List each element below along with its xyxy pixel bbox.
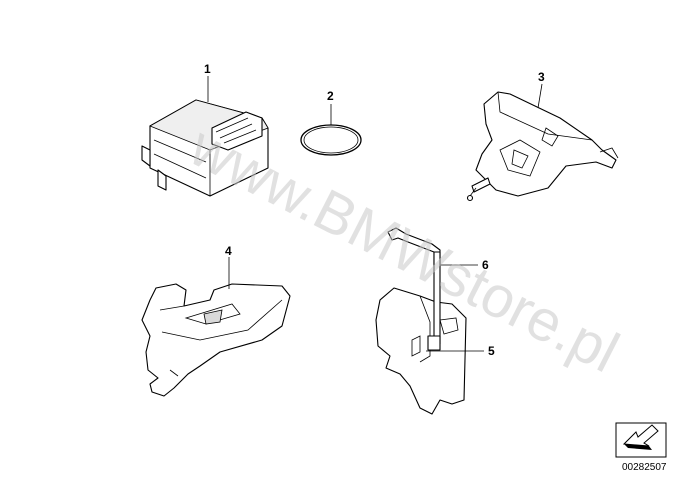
part-5-cover-right[interactable] [375,287,467,415]
callout-2: 2 [327,89,334,103]
document-number: 00282507 [622,462,667,473]
arrow-icon [622,424,659,450]
part-4-cover-left[interactable] [141,283,291,397]
part-2-o-ring[interactable] [300,124,362,156]
callout-1: 1 [204,62,211,76]
callout-3: 3 [538,70,545,84]
leader-3 [537,83,543,109]
part-3-bracket[interactable] [466,91,619,202]
callout-5: 5 [488,344,495,358]
callout-4: 4 [225,244,232,258]
callout-6: 6 [482,258,489,272]
part-6-clip[interactable] [387,227,441,351]
part-1-control-unit[interactable] [141,99,269,197]
doc-identifier: 00282507 [615,422,667,473]
